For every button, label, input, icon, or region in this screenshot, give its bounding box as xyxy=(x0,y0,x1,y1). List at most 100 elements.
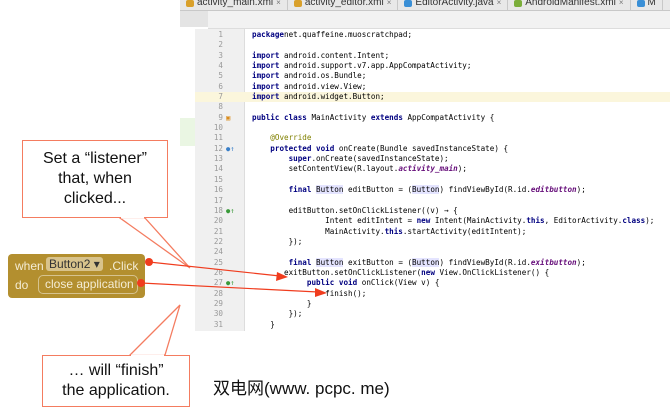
code-text: Intent editIntent = new Intent(MainActiv… xyxy=(252,216,654,226)
close-tab-icon[interactable]: × xyxy=(386,0,392,7)
code-token: exitbutton xyxy=(530,257,577,267)
line-number: 17 xyxy=(213,195,223,205)
line-number: 29 xyxy=(213,298,223,308)
code-token: .onCreate(savedInstanceState); xyxy=(311,154,449,164)
code-token: exitButton = ( xyxy=(343,257,413,267)
override-marker-icon[interactable]: ●↑ xyxy=(226,279,235,288)
code-line: 15 xyxy=(195,175,670,185)
editor-breadcrumb-bar xyxy=(208,11,670,29)
code-token: android.widget.Button; xyxy=(279,92,385,102)
code-text: }); xyxy=(252,236,303,247)
code-text: @Override xyxy=(252,133,311,143)
callout-line: the application. xyxy=(62,382,170,399)
code-token: onCreate(Bundle savedInstanceState) { xyxy=(334,143,509,153)
code-text: }); xyxy=(252,309,303,319)
class-icon[interactable]: ▣ xyxy=(226,113,231,122)
code-text: import android.content.Intent; xyxy=(252,51,389,61)
line-number: 8 xyxy=(218,102,223,112)
code-token: onClick(View v) { xyxy=(357,278,440,288)
code-token: Button xyxy=(412,257,440,267)
callout-finish: … will “finish” the application. xyxy=(42,355,190,407)
code-token: exitButton.setOnClickListener( xyxy=(252,267,422,277)
java-class-icon xyxy=(636,0,645,7)
code-line: 28 finish(); xyxy=(195,289,670,299)
callout-tail-bottom xyxy=(128,304,181,356)
component-dropdown[interactable]: Button2 ▾ xyxy=(46,257,103,271)
code-token: android.os.Bundle; xyxy=(279,71,367,81)
block-do-label: do xyxy=(15,278,29,292)
line-number: 9 xyxy=(218,112,223,122)
tab-label: M xyxy=(647,0,656,8)
code-token: import xyxy=(252,92,280,102)
arrow-start-dot xyxy=(145,258,153,266)
code-text: final Button exitButton = (Button) findV… xyxy=(252,257,586,268)
code-token: ); xyxy=(576,257,586,267)
line-number: 6 xyxy=(218,81,223,91)
tab-1[interactable]: activity_editor.xml× xyxy=(288,0,399,10)
code-line: 18●↑ editButton.setOnClickListener((v) →… xyxy=(195,206,670,216)
xml-layout-icon xyxy=(186,0,194,7)
code-token: editButton.setOnClickListener((v) → { xyxy=(252,205,458,215)
code-token: MainActivity xyxy=(306,112,371,122)
code-text: import android.os.Bundle; xyxy=(252,71,366,81)
arrow-start-dot xyxy=(137,279,145,287)
line-number: 7 xyxy=(218,92,223,102)
override-marker-icon[interactable]: ●↑ xyxy=(226,206,235,215)
code-token: package xyxy=(252,30,285,39)
code-token: } xyxy=(252,319,275,329)
code-token: new xyxy=(421,267,435,277)
code-token: this xyxy=(526,216,545,226)
close-tab-icon[interactable]: × xyxy=(276,0,281,7)
code-token: finish(); xyxy=(252,288,367,298)
line-number: 13 xyxy=(213,154,223,164)
code-line: 2 xyxy=(195,40,670,50)
code-token: final xyxy=(288,257,312,267)
close-tab-icon[interactable]: × xyxy=(496,0,502,7)
xml-layout-icon xyxy=(293,0,302,7)
tab-2[interactable]: EditorActivity.java× xyxy=(398,0,509,10)
tab-3[interactable]: AndroidManifest.xml× xyxy=(508,0,631,10)
code-token: android.view.View; xyxy=(279,81,367,91)
code-token: }); xyxy=(252,236,303,246)
code-token: ) findViewById(R.id. xyxy=(439,257,531,267)
code-token: editbutton xyxy=(530,185,577,195)
code-token: import xyxy=(252,50,280,60)
line-number: 3 xyxy=(218,50,223,60)
line-number: 15 xyxy=(213,174,223,184)
line-number: 22 xyxy=(213,236,223,246)
code-line: 10 xyxy=(195,123,670,133)
close-tab-icon[interactable]: × xyxy=(618,0,624,7)
line-number: 27 xyxy=(213,278,223,288)
callout-line: … will “finish” xyxy=(68,362,164,379)
line-number: 10 xyxy=(213,123,223,133)
override-marker-icon[interactable]: ●↑ xyxy=(226,144,235,153)
code-token: protected void xyxy=(270,143,335,153)
code-line: 12●↑ protected void onCreate(Bundle save… xyxy=(195,144,670,154)
code-token: Intent editIntent = xyxy=(252,216,417,226)
changed-lines-marker xyxy=(180,118,195,146)
code-token: setContentView(R.layout. xyxy=(252,164,399,174)
code-line: 21 MainActivity.this.startActivity(editI… xyxy=(195,227,670,237)
code-token: this xyxy=(384,226,403,236)
code-line: 31 } xyxy=(195,320,670,330)
project-panel-edge xyxy=(180,11,208,27)
code-line: 16 final Button editButton = (Button) fi… xyxy=(195,185,670,195)
tab-0[interactable]: activity_main.xml× xyxy=(180,0,288,10)
code-token: ) findViewById(R.id. xyxy=(439,185,531,195)
code-token: import xyxy=(252,71,280,81)
code-text: public void onClick(View v) { xyxy=(252,278,440,288)
arrow-event-to-listener xyxy=(148,261,281,277)
line-number: 26 xyxy=(213,267,223,277)
code-line: 9▣public class MainActivity extends AppC… xyxy=(195,113,670,123)
tab-4[interactable]: M xyxy=(631,0,663,10)
code-token: ); xyxy=(645,216,655,226)
callout-line: clicked... xyxy=(63,190,127,207)
code-line: 7 import android.widget.Button; xyxy=(195,92,670,103)
java-class-icon xyxy=(404,0,413,7)
code-line: 22 }); xyxy=(195,237,670,247)
line-number: 21 xyxy=(213,226,223,236)
line-number: 31 xyxy=(213,319,223,329)
